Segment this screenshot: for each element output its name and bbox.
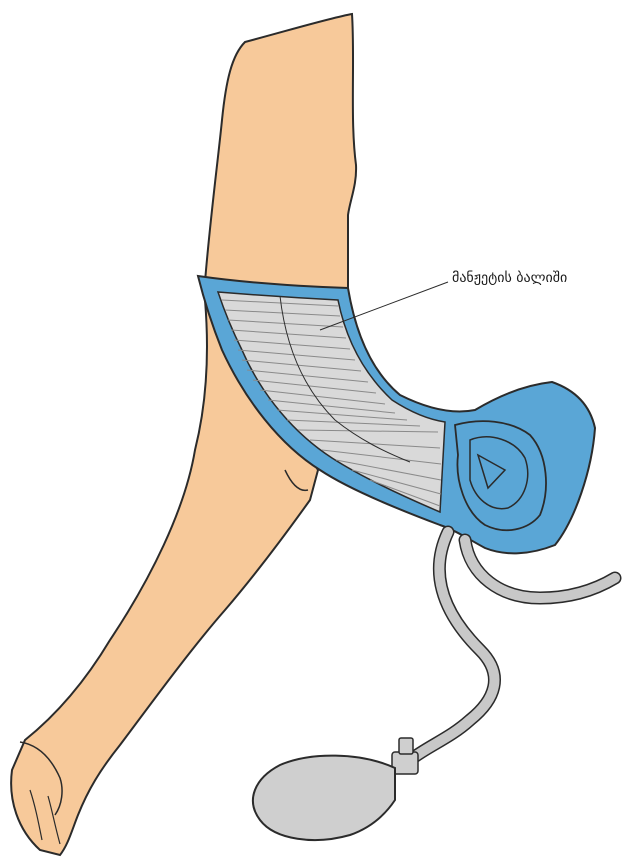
bulb-icon bbox=[253, 756, 395, 840]
arm-upper bbox=[205, 14, 356, 290]
callout-label: მანჟეტის ბალიში bbox=[452, 270, 567, 286]
